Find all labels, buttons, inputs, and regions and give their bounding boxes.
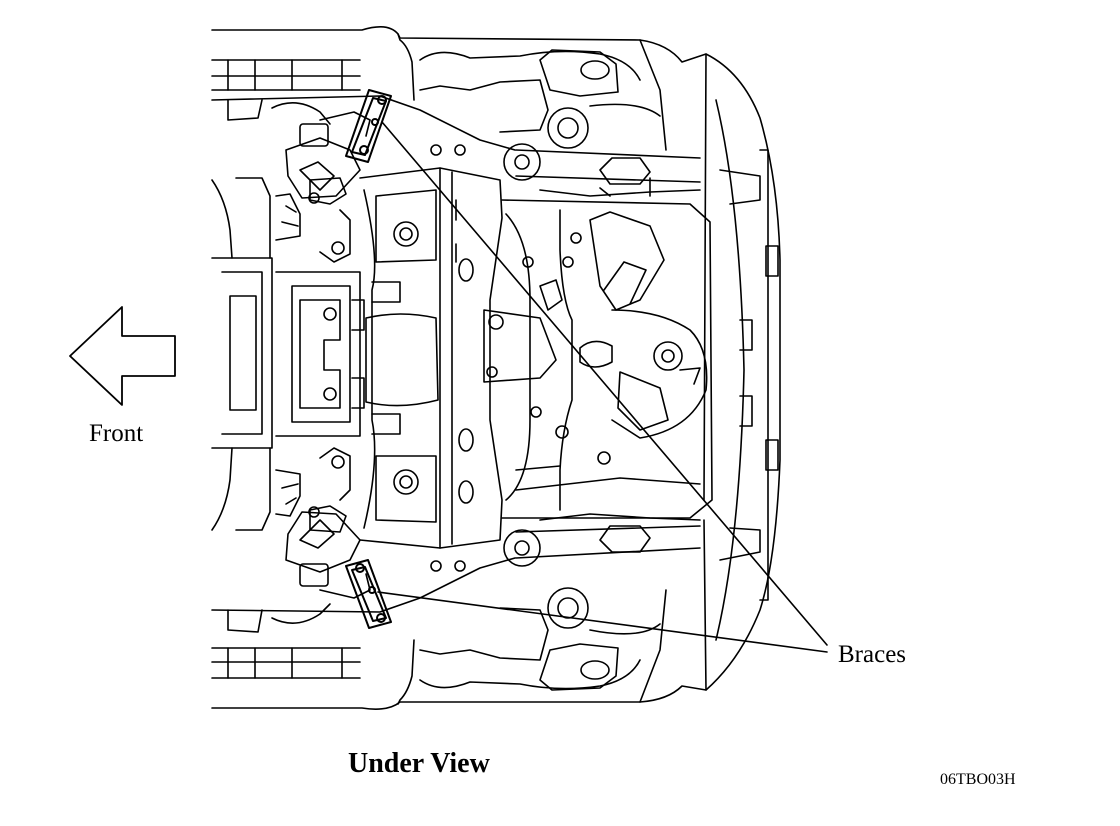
upper-left-brackets <box>275 111 371 263</box>
brace-upper <box>345 89 392 163</box>
front-crossmember <box>211 177 365 531</box>
upper-suspension <box>419 49 701 197</box>
view-title: Under View <box>348 748 490 779</box>
body-outline <box>211 26 781 710</box>
braces-label: Braces <box>838 641 907 668</box>
figure-code: 06TBO03H <box>940 771 1016 788</box>
brace-lower <box>345 559 392 629</box>
front-label: Front <box>89 420 144 447</box>
lower-suspension <box>419 513 701 691</box>
braces-leader-lines <box>377 121 828 653</box>
upper-frame-rails <box>211 59 516 151</box>
lower-left-brackets <box>275 447 371 599</box>
floor-pan <box>483 169 761 561</box>
front-direction-arrow-icon <box>69 306 176 406</box>
lower-frame-rails <box>211 557 516 679</box>
center-subframe <box>359 144 503 572</box>
